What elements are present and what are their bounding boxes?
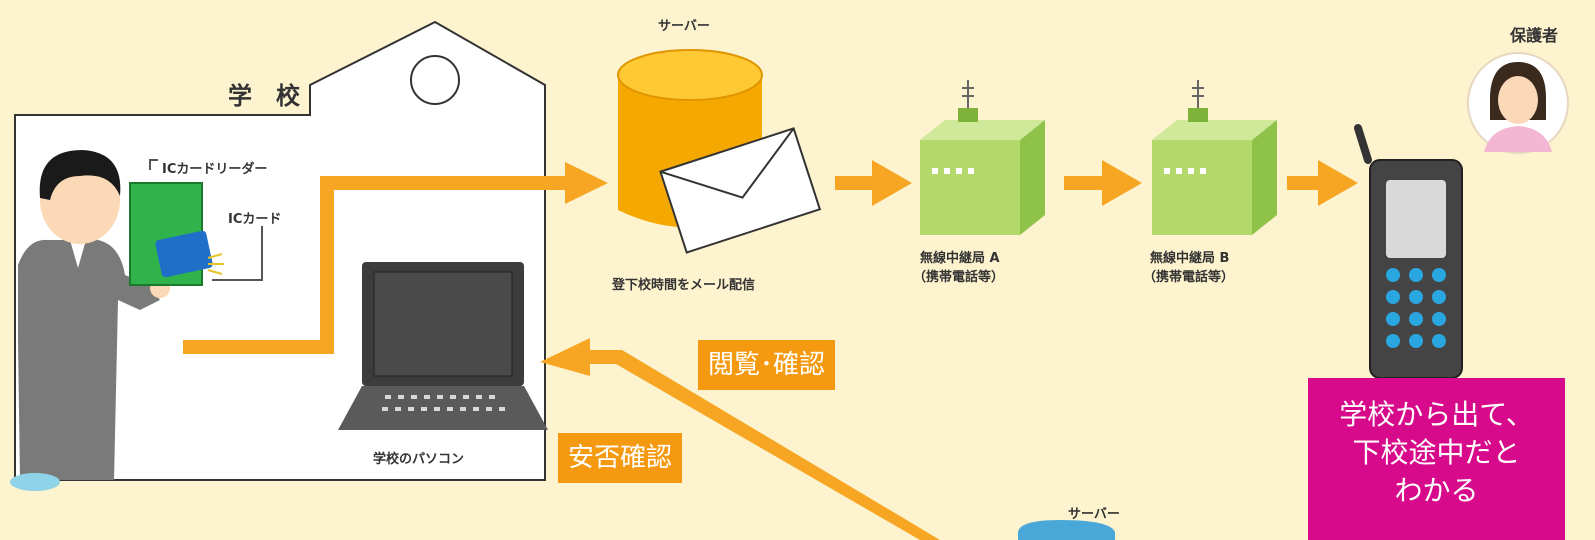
mail-envelope-icon xyxy=(659,127,822,254)
server-top-label: サーバー xyxy=(658,19,710,34)
guardian-avatar xyxy=(1467,52,1569,154)
ic-card-label: ICカード xyxy=(228,212,282,227)
relay-station-b xyxy=(1152,80,1277,235)
flow-arrows xyxy=(183,160,1358,540)
relay-b-label: 無線中継局 B xyxy=(1150,251,1230,266)
mobile-phone-icon xyxy=(1354,124,1463,379)
guardian-label: 保護者 xyxy=(1510,26,1559,45)
ic-card-reader-label: ICカードリーダー xyxy=(162,162,268,177)
safety-confirm-callout: 安否確認 xyxy=(558,433,683,483)
arrow-from-bottom-server xyxy=(540,338,940,540)
school-clock-icon xyxy=(410,55,460,105)
relay-a-label: 無線中継局 A xyxy=(920,251,1000,266)
student-figure xyxy=(10,150,170,491)
relay-b-sublabel: （携帯電話等） xyxy=(1143,270,1235,285)
server-bottom xyxy=(1018,520,1115,540)
server-top-caption: 登下校時間をメール配信 xyxy=(612,278,756,293)
server-bottom-label: サーバー xyxy=(1068,507,1120,522)
notice-line-2: 下校途中だと xyxy=(1352,436,1521,469)
notice-box: 学校から出て、 下校途中だと わかる xyxy=(1308,378,1565,540)
laptop-icon xyxy=(338,262,548,430)
notice-line-3: わかる xyxy=(1394,474,1479,507)
school-pc-label: 学校のパソコン xyxy=(373,452,465,467)
view-confirm-callout: 閲覧･確認 xyxy=(698,340,836,390)
arrow-to-phone xyxy=(1287,160,1358,206)
relay-a-sublabel: （携帯電話等） xyxy=(913,270,1005,285)
ic-card xyxy=(155,226,263,281)
notice-line-1: 学校から出て、 xyxy=(1339,398,1534,431)
arrow-to-relay-a xyxy=(835,160,912,206)
arrow-to-relay-b xyxy=(1064,160,1142,206)
relay-station-a xyxy=(920,80,1045,235)
school-title: 学 校 xyxy=(228,82,300,110)
arrow-to-server xyxy=(183,162,608,354)
